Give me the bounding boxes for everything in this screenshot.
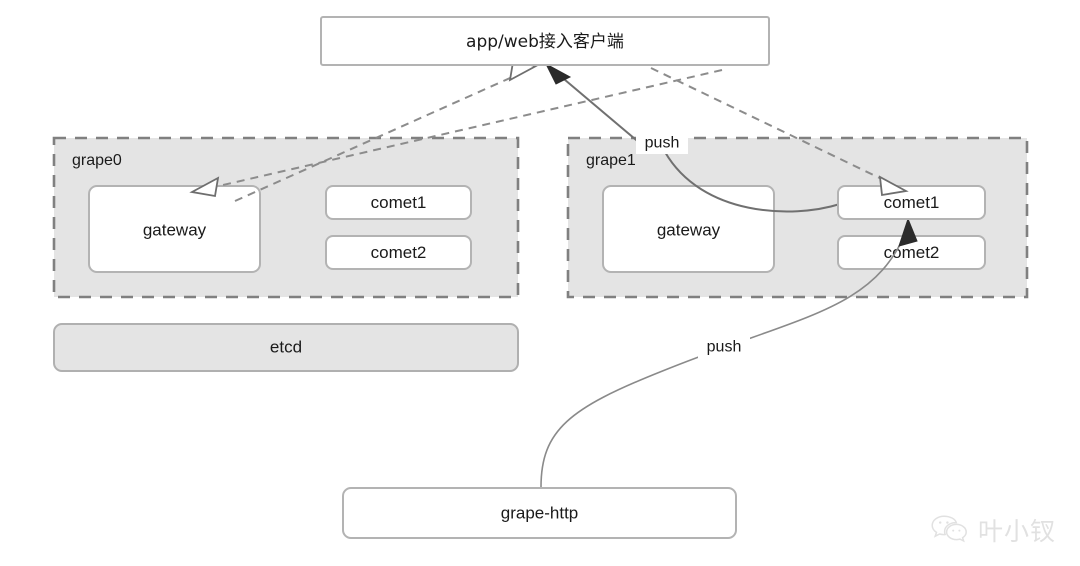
- edge-client-to-gateway0: [209, 69, 723, 189]
- arrowhead-hollow-gateway0: [189, 176, 220, 198]
- grape1-comet1-label: comet1: [884, 193, 940, 212]
- node-client[interactable]: app/web接入客户端: [320, 16, 770, 66]
- push-bottom-label: push: [707, 339, 742, 356]
- node-grape1-comet1[interactable]: comet1: [837, 185, 986, 220]
- node-grape0-comet2[interactable]: comet2: [325, 235, 472, 270]
- push-top-label: push: [645, 135, 680, 152]
- grape-http-label: grape-http: [501, 503, 579, 522]
- grape1-gateway-label: gateway: [657, 220, 721, 239]
- arrowhead-filled-client: [544, 62, 572, 85]
- edge-label-push-bottom: push: [698, 336, 750, 358]
- edge-client-to-comet1: [650, 67, 889, 183]
- edge-grape-http-to-comet1: [540, 231, 907, 488]
- client-box[interactable]: [320, 16, 770, 66]
- node-grape0-comet1[interactable]: comet1: [325, 185, 472, 220]
- grape0-comet1-label: comet1: [371, 193, 427, 212]
- grape1-label: grape1: [586, 152, 636, 169]
- grape0-gateway-box[interactable]: [88, 185, 261, 273]
- node-grape0-gateway[interactable]: gateway: [88, 185, 261, 273]
- node-grape1-gateway[interactable]: gateway: [602, 185, 775, 273]
- grape0-comet2-box[interactable]: [325, 235, 472, 270]
- push-top-label-bg: [636, 132, 688, 154]
- etcd-label: etcd: [270, 337, 302, 356]
- node-grape-http[interactable]: grape-http: [342, 487, 737, 539]
- edge-label-push-top: push: [636, 132, 688, 154]
- grape0-gateway-label: gateway: [143, 220, 207, 239]
- arrowhead-hollow-comet1: [878, 175, 909, 197]
- etcd-box[interactable]: [53, 323, 519, 372]
- grape0-label: grape0: [72, 152, 122, 169]
- edge-gateway0-to-client: [234, 73, 520, 202]
- client-label: app/web接入客户端: [466, 32, 624, 52]
- edge-push-curve-to-comet1: [664, 151, 841, 213]
- push-bottom-label-bg: [698, 336, 750, 358]
- grape0-comet1-box[interactable]: [325, 185, 472, 220]
- grape1-gateway-box[interactable]: [602, 185, 775, 273]
- grape1-comet1-box[interactable]: [837, 185, 986, 220]
- edge-comet1-push-to-client: [557, 73, 649, 151]
- grape-http-box[interactable]: [342, 487, 737, 539]
- grape0-comet2-label: comet2: [371, 243, 427, 262]
- arrowhead-filled-comet1: [898, 217, 918, 247]
- node-etcd[interactable]: etcd: [53, 323, 519, 372]
